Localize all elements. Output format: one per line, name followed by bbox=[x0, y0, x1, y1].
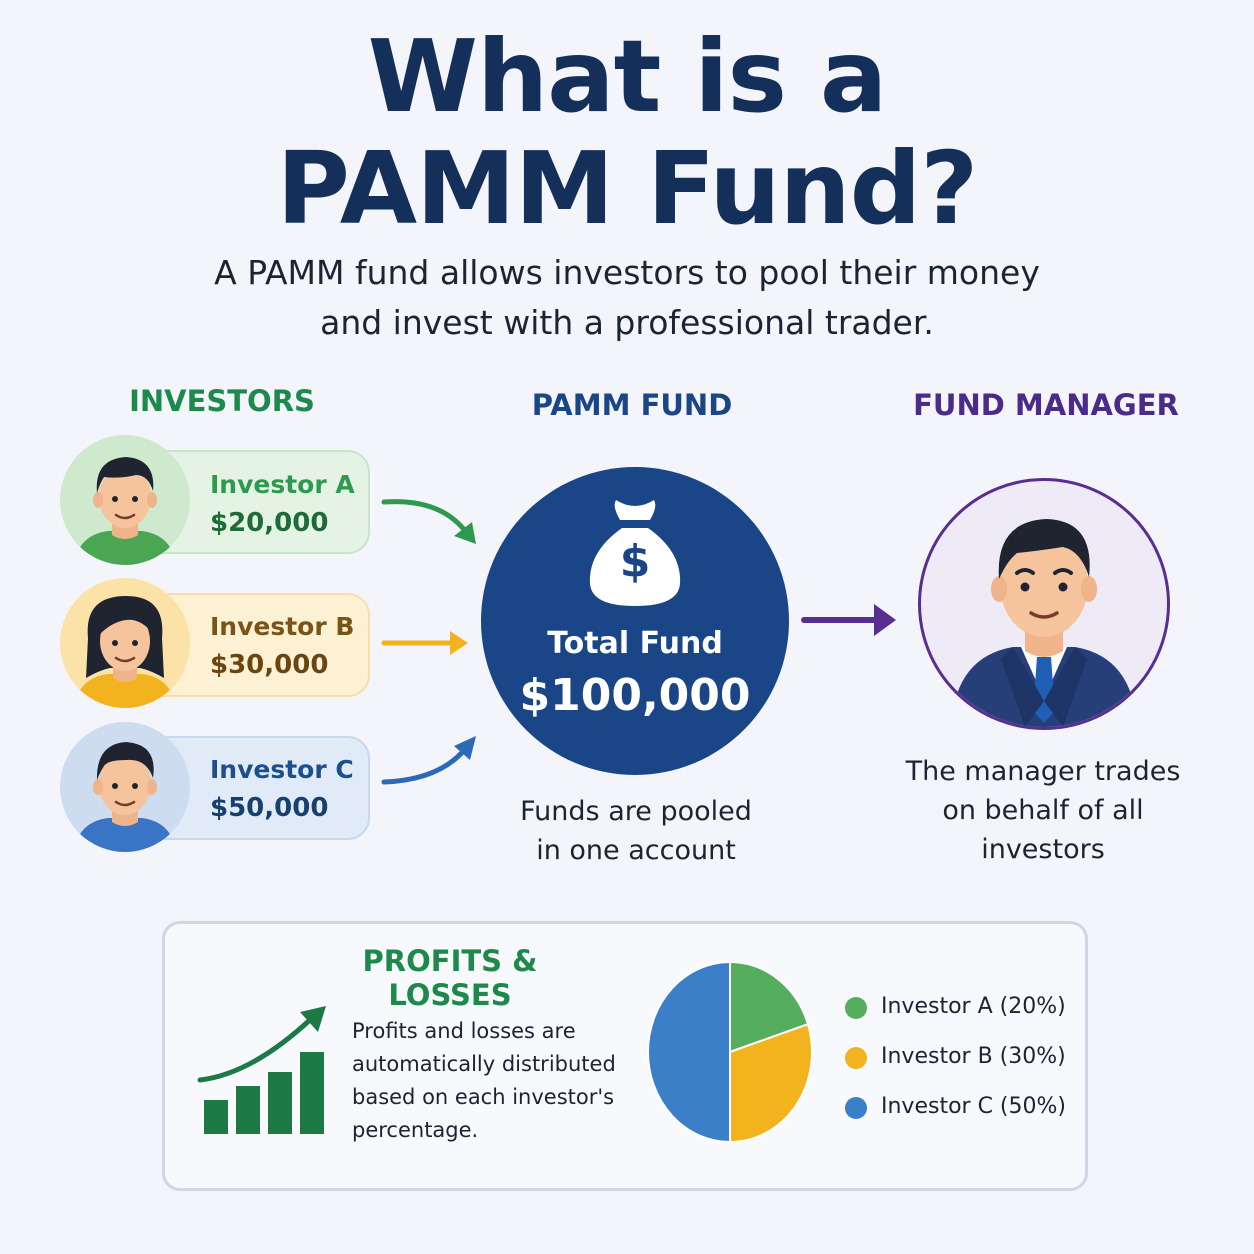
investor-c-avatar bbox=[60, 722, 190, 852]
distribution-pie-chart bbox=[647, 960, 813, 1144]
subtitle-line1: A PAMM fund allows investors to pool the… bbox=[214, 253, 1040, 292]
subtitle: A PAMM fund allows investors to pool the… bbox=[0, 248, 1254, 348]
growth-chart-icon bbox=[197, 1006, 326, 1134]
investor-b-name: Investor B bbox=[210, 612, 355, 641]
legend-dot-b bbox=[845, 1047, 867, 1069]
arrow-investor-a bbox=[381, 499, 476, 544]
pl-text-line3: based on each investor's bbox=[352, 1085, 615, 1109]
pamm-fund-heading: PAMM FUND bbox=[531, 388, 733, 422]
fund-caption-line2: in one account bbox=[536, 835, 736, 866]
fund-caption: Funds are pooled in one account bbox=[476, 792, 796, 870]
legend-label-b: Investor B (30%) bbox=[881, 1044, 1066, 1069]
investor-b-avatar bbox=[60, 578, 190, 708]
legend-label-c: Investor C (50%) bbox=[881, 1094, 1066, 1119]
page-title-line1: What is a bbox=[367, 18, 888, 135]
man-avatar-icon bbox=[74, 742, 176, 852]
investor-arrows bbox=[381, 499, 476, 785]
investors-heading: INVESTORS bbox=[129, 384, 315, 418]
fund-caption-line1: Funds are pooled bbox=[520, 796, 752, 827]
fund-manager-avatar bbox=[918, 478, 1170, 730]
manager-avatar-icon bbox=[951, 519, 1137, 727]
page-title-line2: PAMM Fund? bbox=[276, 130, 979, 247]
legend-label-a: Investor A (20%) bbox=[881, 994, 1066, 1019]
legend-dot-c bbox=[845, 1097, 867, 1119]
pie-slice-investor-c bbox=[647, 960, 731, 1144]
arrow-to-manager bbox=[801, 604, 896, 636]
total-fund-label: Total Fund bbox=[547, 626, 723, 661]
investor-a-amount: $20,000 bbox=[210, 508, 329, 538]
investor-c-amount: $50,000 bbox=[210, 793, 329, 823]
manager-caption-line1: The manager trades bbox=[905, 756, 1181, 787]
manager-caption-line2: on behalf of all bbox=[942, 795, 1144, 826]
fund-manager-heading: FUND MANAGER bbox=[913, 388, 1179, 422]
total-fund-amount: $100,000 bbox=[519, 670, 751, 721]
money-bag-icon bbox=[589, 500, 681, 606]
profits-losses-text: Profits and losses are automatically dis… bbox=[352, 1015, 632, 1147]
investor-b-amount: $30,000 bbox=[210, 650, 329, 680]
manager-caption-line3: investors bbox=[981, 834, 1105, 865]
legend-dot-a bbox=[845, 997, 867, 1019]
manager-caption: The manager trades on behalf of all inve… bbox=[880, 752, 1206, 869]
pie-slice-investor-a bbox=[729, 960, 810, 1054]
investor-c-name: Investor C bbox=[210, 755, 354, 784]
subtitle-line2: and invest with a professional trader. bbox=[320, 303, 934, 342]
investor-a-avatar bbox=[60, 435, 190, 565]
pl-text-line4: percentage. bbox=[352, 1118, 479, 1142]
pl-text-line1: Profits and losses are bbox=[352, 1019, 576, 1043]
arrow-investor-c bbox=[381, 736, 476, 785]
pl-text-line2: automatically distributed bbox=[352, 1052, 616, 1076]
pie-slice-investor-b bbox=[729, 1022, 813, 1144]
arrow-investor-b bbox=[381, 631, 468, 655]
woman-avatar-icon bbox=[74, 596, 176, 708]
man-avatar-icon bbox=[74, 457, 176, 565]
profits-losses-heading: PROFITS & LOSSES bbox=[362, 944, 538, 1012]
money-bag-symbol: $ bbox=[619, 536, 651, 587]
investor-a-name: Investor A bbox=[210, 470, 355, 499]
